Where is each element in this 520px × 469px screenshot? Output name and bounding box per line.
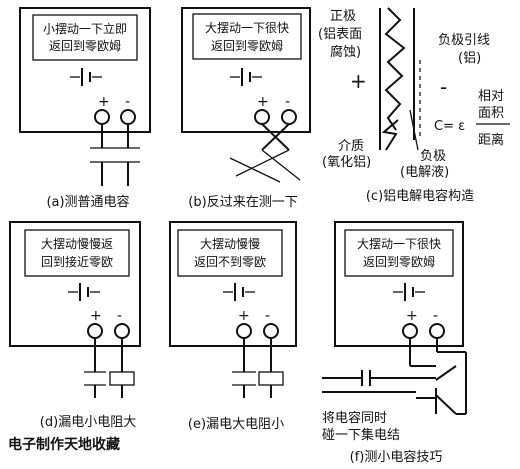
plus-sign: +: [350, 69, 367, 93]
formula-num-2: 面积: [478, 106, 504, 121]
meter-body: [181, 7, 311, 133]
terminal-plus: [236, 323, 252, 339]
label-cathode: 负极: [420, 149, 446, 164]
label-anode: 正极: [330, 9, 356, 24]
plus-sign: +: [238, 308, 250, 324]
screen-line-1: 大摆动一下很快: [205, 21, 289, 35]
terminal-minus: [120, 109, 136, 125]
meter-body: [169, 221, 297, 347]
meter-screen: [192, 13, 302, 60]
caption-b: (b)反过来在测一下: [188, 195, 297, 210]
meter-screen: [344, 229, 454, 277]
panel-e: 大摆动慢慢 返回不到零欧 + - (e)漏电大电阻小: [169, 221, 297, 432]
terminal-plus: [87, 323, 103, 339]
screen-line-2: 返回到零欧姆: [363, 255, 435, 269]
panel-c: 正极 (铝表面 腐蚀) + 负极引线 (铝) - 相对 面积 C= ε 距离 介…: [318, 7, 510, 204]
meter-body: [334, 221, 464, 347]
minus-sign: -: [440, 75, 447, 99]
label-cathode-sub: (电解液): [400, 165, 449, 180]
screen-line-1: 小摆动一下立即: [43, 21, 127, 36]
watermark-text: 电子制作天地收藏: [8, 436, 120, 453]
meter-screen: [32, 14, 138, 61]
formula-den: 距离: [478, 132, 504, 148]
meter-body: [9, 221, 141, 347]
label-neg-lead-sub: (铝): [458, 51, 481, 66]
battery-icon: [70, 68, 102, 86]
electrolyte-pointer: [409, 109, 419, 151]
screen-line-2: 返回不到零欧: [194, 255, 266, 269]
formula-lhs: C= ε: [434, 119, 465, 134]
meter-body: [19, 7, 151, 133]
capacitor-symbol: [90, 124, 140, 186]
caption-a: (a)测普通电容: [46, 194, 129, 210]
leaky-capacitor-symbol: [84, 338, 135, 398]
panel-b: 大摆动一下很快 返回到零欧姆 + - (b)反过来在测一下: [181, 7, 311, 210]
screen-line-2: 返回到零欧姆: [49, 39, 121, 53]
label-neg-lead: 负极引线: [438, 33, 490, 48]
panel-f: 大摆动一下很快 返回到零欧姆 + - 将电容同时: [322, 221, 467, 465]
caption-d: (d)漏电小电阻大: [40, 414, 136, 430]
label-anode-sub1: (铝表面: [318, 27, 362, 42]
meter-screen: [177, 229, 283, 277]
battery-icon: [230, 68, 262, 86]
plus-sign: +: [406, 308, 418, 324]
plus-sign: +: [98, 94, 110, 110]
caption-e: (e)漏电大电阻小: [188, 416, 284, 432]
panel-a: 小摆动一下立即 返回到零欧姆 + - (a)测普通电容: [19, 7, 151, 210]
terminal-minus: [114, 323, 130, 339]
terminal-plus: [254, 109, 270, 125]
screen-line-1: 大摆动一下很快: [357, 237, 441, 251]
label-anode-sub2: 腐蚀): [330, 45, 361, 60]
minus-sign: -: [117, 308, 122, 324]
panel-d: 大摆动慢慢返 回到接近零欧 + - (d)漏电小电阻大: [9, 221, 141, 430]
terminal-plus: [402, 323, 418, 339]
formula-num-1: 相对: [478, 89, 504, 104]
label-dielectric-sub: (氧化铝): [322, 155, 371, 170]
caption-f: (f)测小电容技巧: [350, 449, 443, 465]
note-line-1: 将电容同时: [322, 410, 387, 426]
battery-icon: [68, 283, 100, 301]
caption-c: (c)铝电解电容构造: [366, 188, 474, 204]
terminal-plus: [94, 109, 110, 125]
minus-sign: -: [125, 94, 130, 110]
battery-icon: [393, 283, 425, 301]
corroded-surface: [384, 7, 406, 131]
plus-sign: +: [257, 94, 269, 110]
terminal-minus: [263, 323, 279, 339]
screen-line-2: 回到接近零欧: [41, 254, 113, 269]
meter-screen: [24, 229, 130, 277]
plus-sign: +: [90, 308, 102, 324]
crossed-leads: [229, 123, 301, 183]
battery-icon: [223, 283, 255, 301]
small-capacitor: [322, 370, 436, 393]
note-line-2: 碰一下集电结: [322, 427, 400, 443]
terminal-minus: [281, 109, 297, 125]
screen-line-2: 返回到零欧姆: [211, 39, 283, 53]
label-dielectric: 介质: [338, 139, 364, 154]
screen-line-1: 大摆动慢慢返: [41, 237, 113, 251]
dielectric-pointer: [381, 119, 399, 151]
minus-sign: -: [285, 94, 290, 110]
leaky-capacitor-symbol: [232, 338, 284, 398]
minus-sign: -: [265, 308, 270, 324]
transistor-circuit: [409, 338, 467, 415]
minus-sign: -: [433, 308, 438, 324]
screen-line-1: 大摆动慢慢: [200, 237, 260, 251]
terminal-minus: [429, 323, 445, 339]
